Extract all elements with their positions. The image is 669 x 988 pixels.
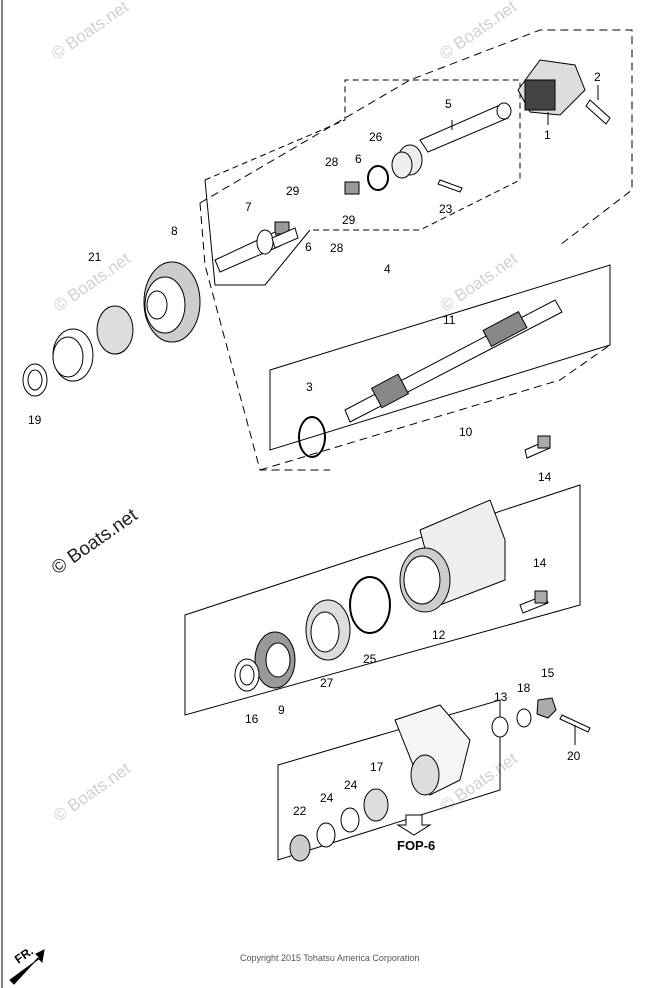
- assembly-frame-upper-right: [199, 29, 633, 246]
- callout-8: 8: [171, 224, 178, 238]
- spring-part-6: [274, 181, 360, 235]
- callout-20: 20: [567, 749, 581, 763]
- callout-24a: 24: [320, 791, 334, 805]
- callout-23: 23: [439, 202, 453, 216]
- clip-part-3: [298, 416, 326, 458]
- propeller-box: [277, 699, 501, 861]
- housing-part-12: [399, 499, 506, 613]
- item4-box: [204, 79, 521, 231]
- bearing-part-22: [289, 834, 311, 862]
- callout-22: 22: [293, 804, 307, 818]
- down-arrow-icon: [396, 814, 432, 836]
- pin-part-2: [585, 85, 611, 125]
- callout-13: 13: [494, 690, 508, 704]
- callout-6b: 6: [305, 240, 312, 254]
- callout-2: 2: [594, 70, 601, 84]
- callout-14b: 14: [533, 556, 547, 570]
- callout-6a: 6: [355, 152, 362, 166]
- shaft-frame-link: [259, 344, 611, 471]
- reference-label: FOP-6: [397, 838, 436, 853]
- callout-26: 26: [369, 130, 383, 144]
- callout-18: 18: [517, 681, 531, 695]
- washer-part-16: [234, 658, 260, 692]
- callout-17: 17: [370, 760, 384, 774]
- bushing-part-17: [363, 788, 389, 822]
- callout-29a: 29: [286, 184, 300, 198]
- callout-3: 3: [306, 380, 313, 394]
- callout-16: 16: [245, 712, 259, 726]
- clutch-part-1: [517, 59, 586, 125]
- washer-part-19: [22, 363, 48, 397]
- bearing-part-21: [52, 305, 134, 382]
- washer-part-18: [516, 708, 532, 728]
- washer-part-24: [316, 807, 360, 848]
- propeller: [394, 704, 471, 796]
- callout-10: 10: [459, 425, 473, 439]
- callout-12: 12: [432, 628, 446, 642]
- propeller-shaft-part-11: [344, 299, 563, 423]
- callout-19: 19: [28, 413, 42, 427]
- callout-14a: 14: [538, 470, 552, 484]
- callout-9: 9: [278, 703, 285, 717]
- bolt-part-14: [519, 435, 551, 614]
- cotter-pin-part-20: [559, 714, 591, 745]
- item4-inner: [204, 179, 311, 286]
- callout-15: 15: [541, 666, 555, 680]
- callout-24b: 24: [344, 778, 358, 792]
- callout-28b: 28: [330, 241, 344, 255]
- shaft-part-7: [214, 227, 299, 273]
- callout-5: 5: [445, 97, 452, 111]
- copyright: Copyright 2015 Tohatsu America Corporati…: [240, 953, 420, 963]
- gear-part-9: [254, 631, 296, 689]
- callout-11: 11: [443, 313, 456, 327]
- spacer-part-13: [491, 716, 509, 738]
- front-arrow-icon: [9, 949, 45, 985]
- bevel-gear-part-8: [143, 261, 201, 343]
- callout-1: 1: [544, 128, 551, 142]
- callout-28a: 28: [325, 155, 339, 169]
- shaft-box: [269, 264, 611, 451]
- sleeve: [391, 144, 463, 193]
- shift-rod-part-5: [419, 102, 512, 153]
- callout-4: 4: [384, 262, 391, 276]
- callout-7: 7: [245, 200, 252, 214]
- assembly-frame-upper: [199, 202, 330, 471]
- bearing-part-27: [305, 599, 351, 661]
- nut-part-15: [536, 697, 557, 719]
- callout-29b: 29: [342, 213, 356, 227]
- o-ring-part-25: [349, 576, 391, 634]
- callout-25: 25: [363, 652, 377, 666]
- callout-21: 21: [88, 250, 102, 264]
- callout-27: 27: [320, 676, 334, 690]
- ring-part-26: [367, 165, 389, 191]
